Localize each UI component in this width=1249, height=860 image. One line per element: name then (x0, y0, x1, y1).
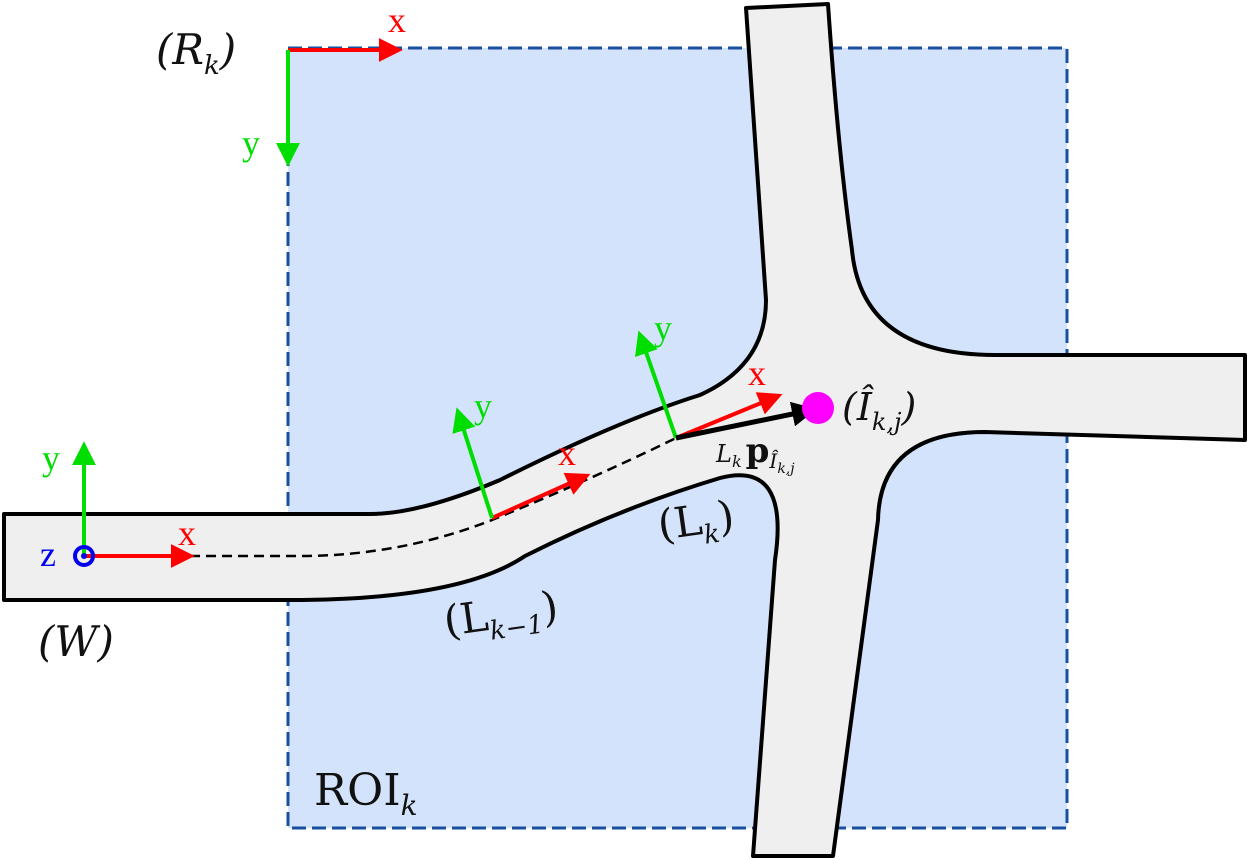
cur-lane-x-axis (675, 392, 783, 440)
world-z-axis-icon (73, 545, 95, 567)
vector-label-sub: Î (768, 449, 779, 473)
prev-lane-frame-axes: x y (452, 386, 591, 520)
prev-lane-y-axis (452, 407, 494, 519)
vector-label-subsub: k,j (777, 461, 795, 477)
vector-label-presub: L (715, 440, 732, 468)
intersection-label-main: (Î (842, 385, 875, 429)
cur-lane-frame-label-close: ) (714, 491, 737, 542)
world-z-label: z (40, 534, 56, 574)
intersection-label: (Îk,j) (842, 385, 916, 436)
prev-lane-x-axis (491, 472, 591, 520)
cur-lane-frame-axes: x y (635, 308, 783, 440)
prev-lane-frame-label: (Lk−1) (441, 581, 562, 652)
cur-lane-frame-label-sub: k (702, 519, 722, 551)
roi-label: ROIk (314, 765, 418, 822)
prev-lane-frame-label-main: (L (441, 591, 492, 646)
cur-lane-y-label: y (654, 308, 672, 348)
roi-y-label: y (242, 123, 260, 163)
cur-lane-y-axis (635, 330, 678, 439)
prev-lane-frame-label-sub: k−1 (488, 609, 546, 646)
roi-label-sub: k (401, 789, 418, 822)
prev-lane-y-label: y (474, 386, 492, 426)
prev-lane-frame-label-close: ) (538, 581, 561, 632)
world-y-label: y (42, 438, 60, 478)
roi-frame-label-close: ) (219, 25, 236, 74)
roi-frame-label-main: (R (156, 25, 204, 74)
vector-label-presubsub: k (732, 452, 742, 471)
roi-frame-label-sub: k (204, 51, 220, 81)
roi-x-label: x (388, 0, 406, 40)
vector-label-symbol: p (746, 431, 770, 471)
intersection-label-close: ) (900, 385, 916, 429)
lane-centerline (190, 436, 677, 558)
world-x-label: x (178, 513, 196, 553)
world-frame-axes: x y z (40, 438, 196, 574)
roi-frame-axes: x y (242, 0, 406, 167)
world-z-axis-dot (81, 553, 87, 559)
cur-lane-frame-label: (Lk) (655, 491, 738, 557)
prev-lane-x-label: x (558, 433, 576, 473)
cur-lane-x-label: x (748, 353, 766, 393)
intersection-vector (675, 401, 817, 441)
intersection-label-sub: k,j (872, 408, 902, 436)
world-frame-label: (W) (38, 617, 114, 666)
cur-lane-frame-label-main: (L (655, 495, 706, 550)
roi-frame-label: (Rk) (156, 25, 236, 81)
roi-label-main: ROI (314, 765, 401, 816)
intersection-point (802, 392, 834, 424)
